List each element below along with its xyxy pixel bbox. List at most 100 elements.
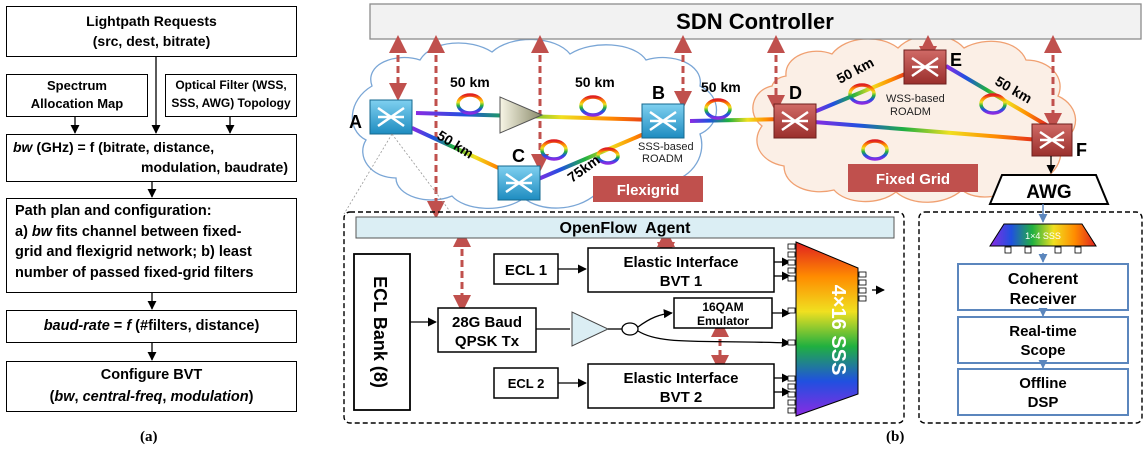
bw-formula-line2: modulation, baudrate) xyxy=(141,159,288,176)
sss-1x4-label: 1×4 SSS xyxy=(1025,231,1061,241)
emulator-line1: 16QAM xyxy=(702,300,743,314)
fixed-grid-label: Fixed Grid xyxy=(876,171,950,188)
span-label: 50 km xyxy=(575,74,615,90)
flexigrid-label: Flexigrid xyxy=(617,182,680,199)
emulator-line2: Emulator xyxy=(697,314,749,328)
baud-var: baud-rate xyxy=(43,318,110,334)
bvt-sep1: , xyxy=(74,388,83,405)
qpsk-tx-box xyxy=(437,307,537,353)
emulator-box xyxy=(673,297,773,329)
testbed-connections xyxy=(410,257,885,397)
node-f-label: F xyxy=(1076,140,1087,160)
fiber-rings xyxy=(456,83,1007,165)
fiber-ring xyxy=(979,93,1007,115)
testbed-dashed-box xyxy=(343,211,905,424)
bw-formula-box: bw (GHz) = f (bitrate, distance, modulat… xyxy=(6,134,297,182)
filter-line1: Optical Filter (WSS, xyxy=(175,78,287,92)
spectrum-line2: Allocation Map xyxy=(30,95,124,111)
awg-block xyxy=(988,174,1110,205)
tx-line2: QPSK Tx xyxy=(455,333,520,350)
ecl2-label: ECL 2 xyxy=(508,376,545,391)
fiber-ring xyxy=(579,95,607,117)
bvt-central-freq: central-freq xyxy=(82,388,163,405)
path-plan-box: Path plan and configuration: a) bw fits … xyxy=(6,198,297,293)
bvt2-line1: Elastic Interface xyxy=(623,370,738,387)
requests-params: (src, dest, bitrate) xyxy=(92,33,211,50)
receiver-ports xyxy=(1004,246,1082,254)
caption-a: (a) xyxy=(140,429,158,445)
span-label: 50 km xyxy=(450,74,490,90)
plan-title: Path plan and configuration: xyxy=(15,203,212,219)
awg-label: AWG xyxy=(1026,182,1071,203)
tx-line1: 28G Baud xyxy=(452,314,522,331)
node-a-label: A xyxy=(349,112,362,132)
sss-4x16-block xyxy=(795,241,859,417)
fiber-ring xyxy=(704,98,732,120)
wss-roadm-line1: WSS-based xyxy=(886,93,945,105)
fiber-ring xyxy=(848,83,876,105)
scope-line2: Scope xyxy=(1020,342,1065,359)
ecl-bank-label: ECL Bank (8) xyxy=(370,276,390,388)
tx-amplifier-icon xyxy=(571,311,610,347)
baud-f: f xyxy=(126,318,132,334)
node-e-switch-icon xyxy=(903,49,947,85)
sss-roadm-line2: ROADM xyxy=(642,153,683,165)
bvt-sep2: , xyxy=(162,388,171,405)
node-b-switch-icon xyxy=(641,103,685,139)
sss-4x16-label: 4×16 SSS xyxy=(827,285,849,376)
node-b-label: B xyxy=(652,83,665,103)
fiber-ring xyxy=(540,139,568,161)
realtime-scope-box xyxy=(957,316,1129,364)
node-f-switch-icon xyxy=(1031,123,1073,157)
span-label: 50 km xyxy=(701,79,741,95)
flexigrid-label-box xyxy=(593,176,703,202)
caption-b: (b) xyxy=(886,429,905,445)
plan-a-prefix: a) xyxy=(15,223,32,240)
filter-topology-box: Optical Filter (WSS, SSS, AWG) Topology xyxy=(165,74,297,117)
bvt-bw: bw xyxy=(54,388,75,405)
bvt1-box xyxy=(587,247,775,293)
coherent-receiver-box xyxy=(957,263,1129,311)
configure-bvt-box: Configure BVT (bw, central-freq, modulat… xyxy=(6,361,297,412)
offline-dsp-box xyxy=(957,368,1129,416)
wss-roadm-line2: ROADM xyxy=(890,106,931,118)
fiber-ring xyxy=(596,147,620,165)
bvt-modulation: modulation xyxy=(170,388,249,405)
spectrum-line1: Spectrum xyxy=(47,78,107,93)
bvt-open: ( xyxy=(49,388,55,405)
bvt1-line1: Elastic Interface xyxy=(623,254,738,271)
receiver-dashed-box xyxy=(918,211,1143,424)
sss-ports xyxy=(787,243,867,414)
lightpath-requests-box: Lightpath Requests (src, dest, bitrate) xyxy=(6,6,297,57)
dotted-guides xyxy=(343,133,453,215)
requests-title: Lightpath Requests xyxy=(86,13,217,29)
baud-rate-box: baud-rate = f (#filters, distance) xyxy=(6,310,297,343)
plan-line3: grid and flexigrid network; b) least xyxy=(15,244,252,261)
openflow-agent-label: OpenFlow Agent xyxy=(560,220,692,237)
fiber-ring xyxy=(861,139,889,161)
bw-var: bw xyxy=(13,139,33,155)
sss-1x4-block xyxy=(989,223,1097,247)
baud-eq: = xyxy=(109,318,127,334)
ecl-bank-box xyxy=(353,253,411,411)
coherent-line1: Coherent xyxy=(1008,271,1079,288)
node-e-label: E xyxy=(950,50,962,70)
roadm-switches xyxy=(369,49,1073,201)
bvt2-line2: BVT 2 xyxy=(660,389,703,406)
filter-line2: SSS, AWG) Topology xyxy=(171,95,291,110)
plan-bw-var: bw xyxy=(31,223,53,240)
sdn-controller-label: SDN Controller xyxy=(676,9,834,34)
bvt-close: ) xyxy=(248,388,254,405)
spectrum-map-box: Spectrum Allocation Map xyxy=(6,74,148,117)
bvt1-line2: BVT 1 xyxy=(660,273,703,290)
ecl2-box xyxy=(493,367,559,399)
node-c-label: C xyxy=(512,146,525,166)
bvt2-box xyxy=(587,363,775,409)
node-d-label: D xyxy=(789,83,802,103)
sss-roadm-line1: SSS-based xyxy=(638,141,694,153)
bvt-title: Configure BVT xyxy=(100,367,203,383)
control-arrows xyxy=(389,35,1062,373)
ecl1-label: ECL 1 xyxy=(505,262,547,279)
node-a-switch-icon xyxy=(369,99,413,135)
